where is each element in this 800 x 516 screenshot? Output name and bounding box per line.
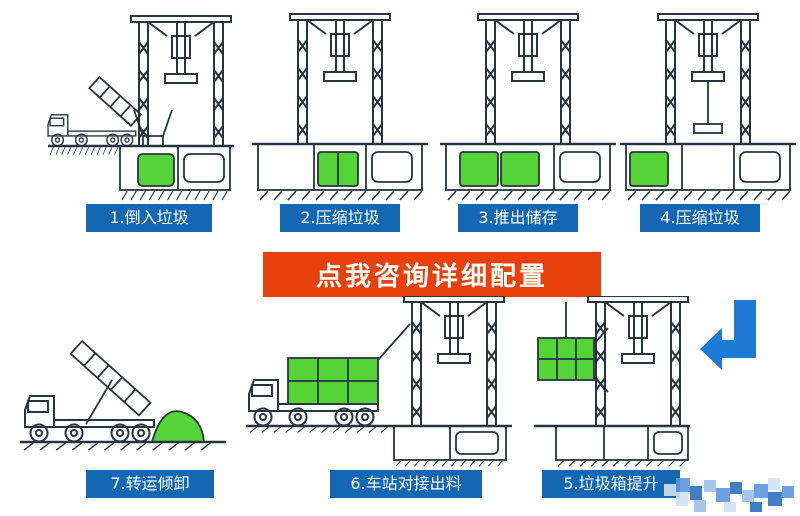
step-3-label: 3.推出储存 [458, 204, 578, 232]
step-6-label: 6.车站对接出料 [330, 470, 482, 498]
ram-icon [164, 21, 198, 84]
garbage-box [500, 151, 540, 187]
step-2-label: 2.压缩垃圾 [280, 204, 400, 232]
tipper-bed [88, 75, 143, 127]
pit [555, 425, 689, 461]
consult-banner-text: 点我咨询详细配置 [315, 262, 548, 292]
ram-icon [437, 301, 471, 364]
step-5-diagram [534, 296, 690, 468]
step-1-label: 1.倒入垃圾 [86, 204, 212, 232]
ram-icon [691, 19, 725, 82]
pit [119, 145, 231, 191]
step-6-diagram [246, 296, 512, 467]
garbage-box [459, 151, 499, 187]
pit [625, 143, 791, 191]
garbage-pile [150, 410, 205, 443]
step-4-diagram [620, 13, 796, 201]
hopper [133, 109, 173, 137]
step-1-diagram [47, 15, 234, 201]
tipper-bed [69, 339, 152, 417]
garbage-box [137, 153, 175, 187]
step-3-diagram [440, 13, 616, 201]
left-turn-arrow-icon [700, 300, 756, 370]
watermark-logo [664, 478, 794, 512]
truck-icon [47, 114, 137, 147]
ram-icon [511, 19, 545, 82]
step-4-label: 4.压缩垃圾 [640, 204, 760, 232]
ram-icon [621, 301, 655, 364]
step-2-diagram [252, 13, 428, 201]
consult-banner[interactable]: 点我咨询详细配置 [263, 252, 601, 297]
step-7-diagram [20, 339, 226, 452]
step-5-label: 5.垃圾箱提升 [542, 470, 680, 498]
ram-icon [323, 19, 357, 82]
pit [257, 143, 423, 191]
pit [445, 143, 611, 191]
step-7-label: 7.转运倾卸 [86, 470, 214, 498]
flow-arrow [700, 300, 762, 382]
garbage-box [629, 151, 669, 187]
